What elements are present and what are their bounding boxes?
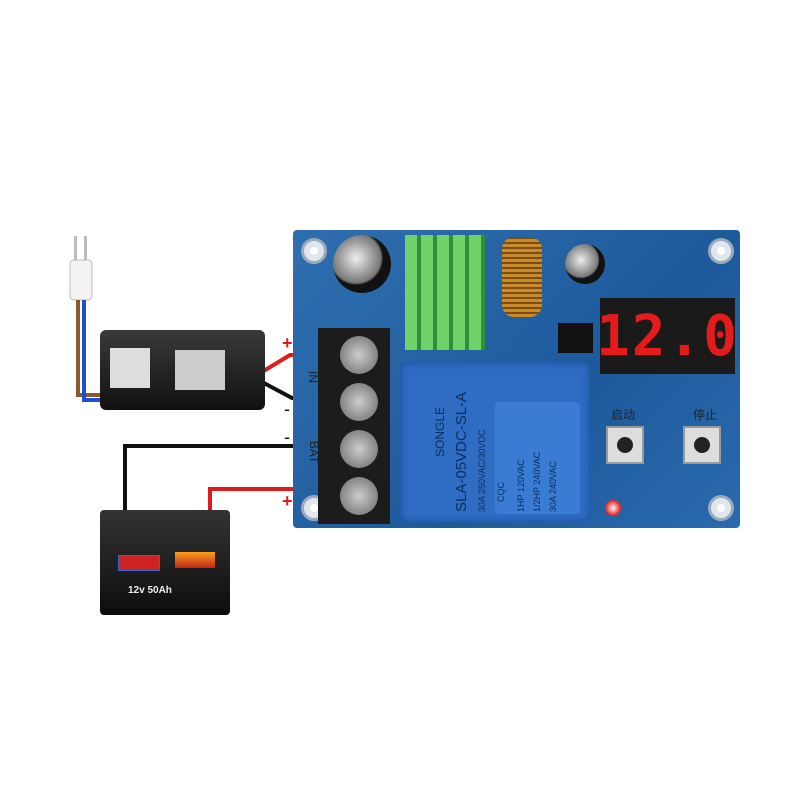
stop-button[interactable] [683, 426, 721, 464]
inductor [502, 237, 542, 317]
voltage-display: 12.0 [596, 298, 737, 374]
terminal-screw-in-minus[interactable] [340, 383, 378, 421]
in-plus-label: + [282, 333, 293, 353]
mount-hole [708, 238, 734, 264]
mount-hole [301, 238, 327, 264]
capacitor [565, 244, 605, 284]
terminal-screw-in-plus[interactable] [340, 336, 378, 374]
battery-spec: 12v 50Ah [128, 585, 172, 596]
relay-model: SLA-05VDC-SL-A [453, 391, 470, 512]
bat-minus-label: - [284, 427, 290, 447]
power-plug-icon [69, 236, 93, 301]
terminal-block [318, 328, 390, 524]
capacitor [333, 235, 391, 293]
mains-cable-brown [76, 300, 108, 397]
start-button[interactable] [606, 426, 644, 464]
battery-logo [118, 555, 160, 571]
adapter-label-left [110, 348, 150, 388]
bat-plus-label: + [282, 491, 293, 511]
adapter-label-right [175, 350, 225, 390]
relay: SONGLE SLA-05VDC-SL-A 30A 250VAC/30VDC C… [400, 362, 590, 522]
battery: 12v 50Ah [100, 510, 230, 615]
stop-label: 停止 [693, 408, 718, 422]
start-label: 启动 [611, 408, 636, 422]
relay-cert: CQC [496, 482, 506, 502]
relay-rating: 30A 240VAC [548, 461, 558, 512]
power-adapter [100, 330, 265, 410]
bat-positive-wire [208, 487, 332, 518]
terminal-screw-bat-minus[interactable] [340, 430, 378, 468]
led-indicator [605, 500, 621, 516]
relay-rating: 1/2HP 240VAC [532, 451, 542, 512]
terminal-screw-bat-plus[interactable] [340, 477, 378, 515]
in-minus-label: - [284, 399, 290, 419]
bat-negative-wire [123, 444, 332, 518]
relay-brand: SONGLE [433, 406, 447, 457]
relay-rating: 30A 250VAC/30VDC [477, 429, 487, 512]
ic-chip [558, 323, 593, 353]
battery-brand-badge [175, 552, 215, 568]
relay-rating: 1HP 120VAC [516, 459, 526, 512]
mount-hole [708, 495, 734, 521]
heatsink [405, 235, 485, 350]
relay-spec-panel: CQC 1HP 120VAC 1/2HP 240VAC 30A 240VAC [495, 402, 580, 514]
